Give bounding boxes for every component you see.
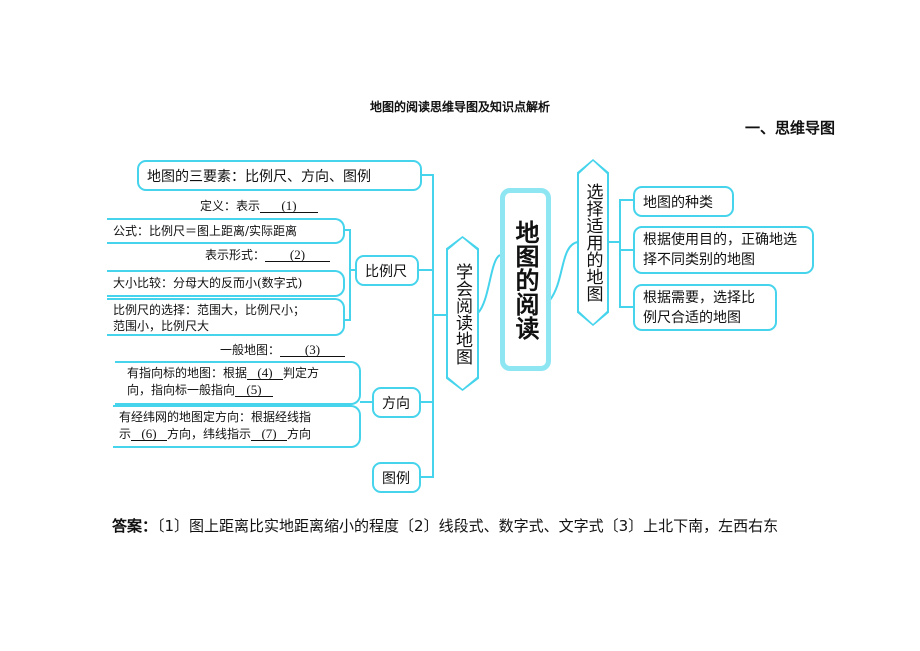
center-node: 地图的阅读	[500, 188, 551, 371]
definition-label: 定义：表示	[200, 199, 261, 213]
general-label: 一般地图：	[220, 343, 281, 357]
scale-forms: 表示形式：(2)	[205, 246, 331, 263]
choice-line-2: 范围小，比例尺大	[113, 319, 210, 333]
text: 有经纬网的地图定方向：根据经线指	[119, 410, 312, 424]
left-trunk-line	[420, 174, 434, 478]
text: 判定方	[283, 366, 320, 380]
blank-2: (2)	[265, 248, 331, 262]
text: 有指向标的地图：根据	[127, 366, 248, 380]
direction-node: 方向	[372, 387, 421, 418]
scale-node: 比例尺	[355, 255, 419, 286]
text: 方向	[287, 427, 312, 441]
text: 示	[119, 427, 132, 441]
forms-label: 表示形式：	[205, 248, 266, 262]
document-title: 地图的阅读思维导图及知识点解析	[369, 100, 550, 114]
answer-text: 〔1〕图上距离比实地距离缩小的程度〔2〕线段式、数字式、文字式〔3〕上北下南，左…	[157, 517, 779, 535]
choose-map-node: 选择适用的地图	[577, 159, 609, 326]
blank-4: (4)	[247, 366, 284, 380]
scale-choice-box: 根据需要，选择比例尺合适的地图	[633, 284, 777, 331]
center-label: 地图的阅读	[511, 219, 540, 340]
grid-map-direction: 有经纬网的地图定方向：根据经线指 示(6)方向，纬线指示(7)方向	[113, 405, 361, 448]
blank-7: (7)	[251, 427, 288, 441]
arrow-map-direction: 有指向标的地图：根据(4)判定方 向，指向标一般指向(5)	[115, 361, 361, 405]
text: 向，指向标一般指向	[127, 383, 236, 397]
purpose-box: 根据使用目的，正确地选择不同类别的地图	[633, 226, 814, 274]
blank-6: (6)	[131, 427, 168, 441]
legend-node: 图例	[372, 462, 421, 493]
answer-label: 答案：	[112, 517, 158, 535]
general-map-direction: 一般地图：(3)	[220, 341, 346, 358]
section-heading: 一、思维导图	[745, 119, 836, 137]
scale-definition: 定义：表示(1)	[200, 197, 319, 214]
answer-line: 答案：〔1〕图上距离比实地距离缩小的程度〔2〕线段式、数字式、文字式〔3〕上北下…	[112, 515, 778, 536]
blank-3: (3)	[280, 343, 346, 357]
blank-5: (5)	[235, 383, 274, 397]
scale-formula: 公式：比例尺＝图上距离/实际距离	[107, 218, 345, 244]
choose-map-label: 选择适用的地图	[579, 161, 607, 324]
learn-read-map-label: 学会阅读地图	[448, 238, 477, 389]
blank-1: (1)	[260, 199, 319, 213]
scale-choice: 比例尺的选择：范围大，比例尺小； 范围小，比例尺大	[107, 298, 345, 336]
three-elements-box: 地图的三要素：比例尺、方向、图例	[137, 160, 422, 191]
map-types-box: 地图的种类	[633, 186, 734, 217]
text: 方向，纬线指示	[167, 427, 252, 441]
learn-read-map-node: 学会阅读地图	[446, 236, 479, 391]
scale-compare: 大小比较：分母大的反而小(数字式)	[107, 270, 345, 297]
choice-line-1: 比例尺的选择：范围大，比例尺小；	[113, 303, 306, 317]
